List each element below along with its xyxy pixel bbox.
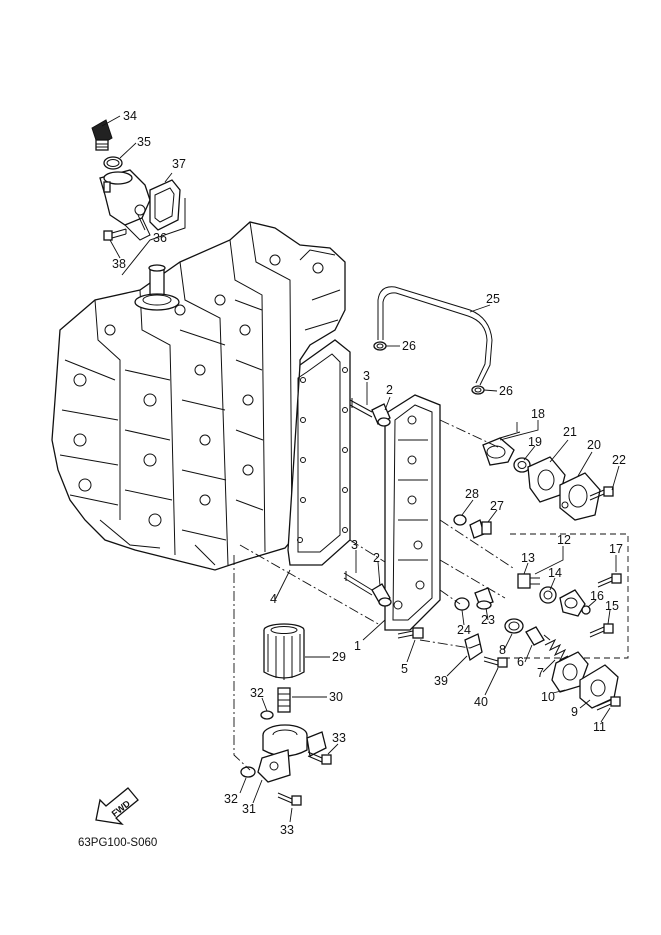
- callout-38: 38: [112, 257, 126, 271]
- thermostat-cover: [99, 169, 151, 241]
- callout-14: 14: [548, 566, 562, 580]
- cover-bolt: [103, 228, 127, 241]
- valve-spring: [544, 638, 569, 662]
- holder-washer: [581, 605, 591, 615]
- sensor-holder: [559, 589, 586, 617]
- callout-21: 21: [563, 425, 577, 439]
- cover-bolt-lower: [397, 627, 424, 639]
- callout-33-lower: 33: [280, 823, 294, 837]
- callout-26-upper: 26: [402, 339, 416, 353]
- bracket-line-36: [121, 198, 186, 276]
- callout-28: 28: [465, 487, 479, 501]
- fitting-plug: [91, 119, 113, 151]
- callout-32-upper: 32: [250, 686, 264, 700]
- callout-3-upper: 3: [363, 369, 370, 383]
- lower-plug: [474, 587, 494, 610]
- pressure-control-valve: [482, 431, 521, 466]
- drawing-code: 63PG100-S060: [78, 837, 157, 849]
- filter-bracket: [257, 724, 327, 783]
- lower-o-ring: [454, 597, 470, 611]
- hose-clip-lower: [471, 385, 485, 395]
- hose-clip-upper: [373, 341, 387, 351]
- valve-housing: [559, 472, 601, 521]
- callout-5: 5: [401, 662, 408, 676]
- o-ring-plug: [103, 156, 123, 170]
- callout-27: 27: [490, 499, 504, 513]
- callout-8: 8: [499, 643, 506, 657]
- holder-screw-b: [589, 623, 614, 638]
- valve: [525, 626, 551, 646]
- filter-o-ring-upper: [260, 710, 274, 720]
- callout-13: 13: [521, 551, 535, 565]
- callout-12: 12: [557, 533, 571, 547]
- callout-33-upper: 33: [332, 731, 346, 745]
- exhaust-cover-gasket: [287, 339, 351, 566]
- callout-34: 34: [123, 109, 137, 123]
- exhaust-outer-cover: [384, 394, 441, 631]
- callout-25: 25: [486, 292, 500, 306]
- callout-31: 31: [242, 802, 256, 816]
- union-bolt: [277, 687, 291, 713]
- plug-screw: [469, 519, 492, 539]
- filter-o-ring-lower: [240, 766, 256, 778]
- callout-15: 15: [605, 599, 619, 613]
- callout-23: 23: [481, 613, 495, 627]
- holder-screw-a: [597, 573, 622, 588]
- engine-block: [51, 221, 346, 571]
- callout-35: 35: [137, 135, 151, 149]
- callout-labels: 34 35 37 36 38 25 26 26 3 2 18 19 21 20 …: [112, 109, 626, 837]
- oil-filter: [263, 623, 305, 680]
- callout-24: 24: [457, 623, 471, 637]
- sensor-grommet: [539, 586, 557, 604]
- valve-cover-bolt: [596, 696, 621, 711]
- callout-11: 11: [593, 720, 606, 734]
- bolt-upper: [349, 398, 373, 418]
- callout-29: 29: [332, 650, 346, 664]
- collar-upper: [371, 403, 391, 427]
- clip-bolt: [483, 656, 508, 668]
- hose-holder-clip: [464, 633, 483, 662]
- callout-37: 37: [172, 157, 186, 171]
- bracket-bolt-upper: [307, 751, 332, 765]
- callout-3-lower: 3: [351, 538, 358, 552]
- cover-gasket: [149, 179, 181, 231]
- callout-18: 18: [531, 407, 545, 421]
- callout-16: 16: [590, 589, 604, 603]
- valve-washer: [513, 457, 531, 473]
- callout-1: 1: [354, 639, 361, 653]
- callout-9: 9: [571, 705, 578, 719]
- leader-lines: [101, 115, 620, 823]
- callout-7: 7: [537, 666, 544, 680]
- callout-17: 17: [609, 542, 623, 556]
- callout-32-lower: 32: [224, 792, 238, 806]
- callout-36: 36: [153, 231, 167, 245]
- callout-4: 4: [270, 592, 277, 606]
- housing-bolt: [589, 486, 614, 501]
- hose: [377, 286, 493, 386]
- callout-30: 30: [329, 690, 343, 704]
- callout-20: 20: [587, 438, 601, 452]
- small-o-ring: [453, 514, 467, 526]
- sensor: [517, 573, 540, 589]
- callout-2-lower: 2: [373, 551, 380, 565]
- callout-2-upper: 2: [386, 383, 393, 397]
- valve-seat: [504, 618, 524, 634]
- callout-22: 22: [612, 453, 626, 467]
- callout-39: 39: [434, 674, 448, 688]
- forward-arrow-icon: FWD: [95, 787, 139, 825]
- collar-lower: [371, 583, 392, 607]
- callout-40: 40: [474, 695, 488, 709]
- callout-6: 6: [517, 655, 524, 669]
- callout-26-lower: 26: [499, 384, 513, 398]
- callout-10: 10: [541, 690, 555, 704]
- callout-19: 19: [528, 435, 542, 449]
- bracket-bolt-lower: [277, 792, 302, 806]
- bolt-lower: [343, 571, 373, 596]
